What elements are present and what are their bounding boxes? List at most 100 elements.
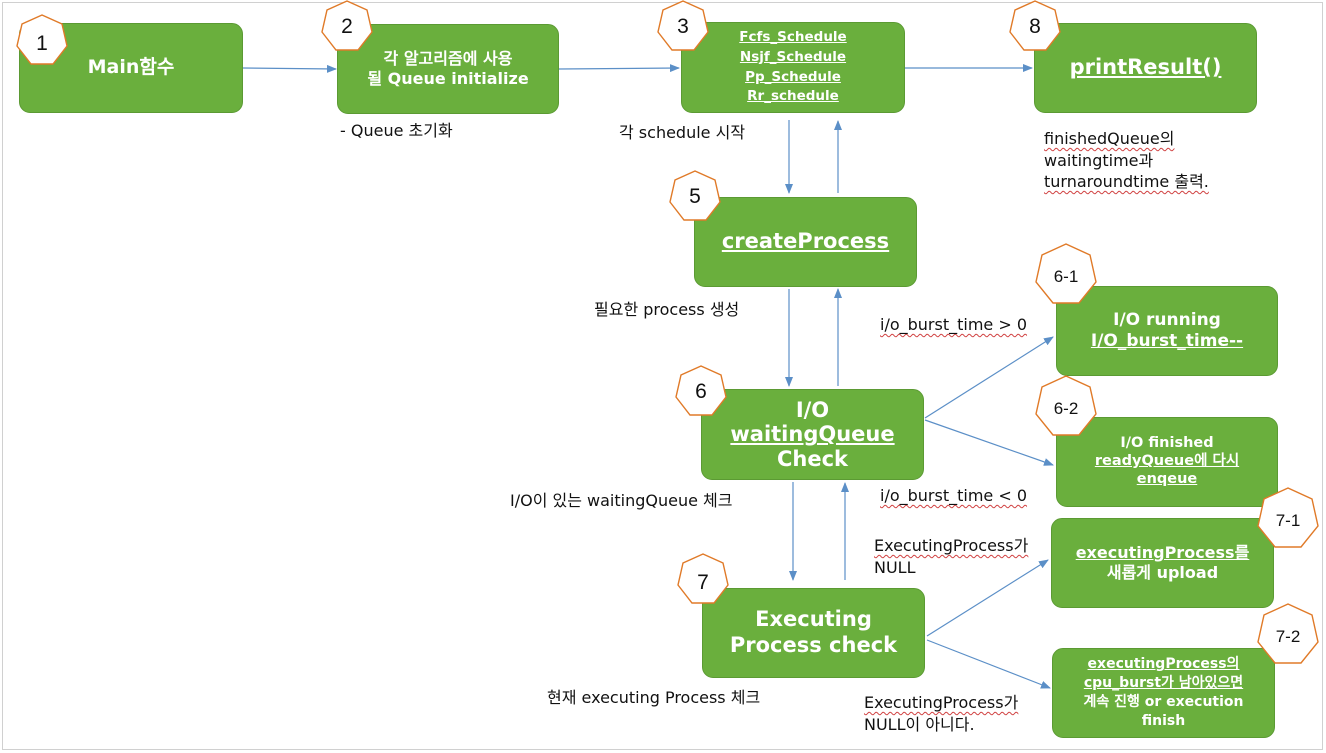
arrow-queue-to-schedule xyxy=(558,64,680,73)
label-io-lt: i/o_burst_time < 0 xyxy=(880,485,1027,507)
badge-8: 8 xyxy=(1008,0,1062,56)
node-io-finished: I/O finished readyQueue에 다시 enqeue xyxy=(1056,417,1278,507)
label-queue-init-text: - Queue 초기화 xyxy=(340,121,453,140)
badge-7-2-text: 7-2 xyxy=(1276,627,1301,646)
badge-7: 7 xyxy=(676,553,730,609)
label-schedule-start: 각 schedule 시작 xyxy=(619,122,745,144)
node-schedules-line: Rr_schedule xyxy=(747,88,839,105)
label-exec-not-null-line: NULL이 아니다. xyxy=(864,714,975,734)
label-exec-null-line: NULL xyxy=(874,557,916,577)
heptagon-badge-icon: 6 xyxy=(675,365,727,416)
node-create-process-line: createProcess xyxy=(721,229,890,254)
node-schedules-line: Nsjf_Schedule xyxy=(739,48,847,65)
badge-6-1: 6-1 xyxy=(1033,243,1099,311)
node-continue: executingProcess의 cpu_burst가 남아있으면 계속 진행… xyxy=(1052,648,1275,738)
node-io-check-line: I/O xyxy=(795,398,830,423)
heptagon-badge-icon: 7-2 xyxy=(1257,603,1319,664)
node-executing-check: Executing Process check xyxy=(702,588,925,678)
node-io-check-line: waitingQueue xyxy=(730,422,895,447)
node-io-check-line: Check xyxy=(776,446,849,471)
label-print-desc-line: turnaroundtime 출력. xyxy=(1044,172,1209,192)
node-schedules-line: Pp_Schedule xyxy=(745,68,841,85)
node-continue-line: finish xyxy=(1141,712,1186,729)
node-print-result-line: printResult() xyxy=(1069,55,1222,80)
badge-3: 3 xyxy=(656,0,710,56)
arrow-exec-to-continue xyxy=(926,639,1051,689)
badge-8-text: 8 xyxy=(1029,15,1041,38)
badge-1-text: 1 xyxy=(36,32,48,55)
node-continue-line: cpu_burst가 남아있으면 xyxy=(1083,675,1244,692)
node-queue-init-line: 될 Queue initialize xyxy=(367,69,529,88)
label-exec-desc: 현재 executing Process 체크 xyxy=(547,687,760,709)
label-create-desc: 필요한 process 생성 xyxy=(594,299,739,321)
node-io-running-line: I/O_burst_time-- xyxy=(1090,331,1244,351)
node-continue-line: 계속 진행 or execution xyxy=(1083,694,1244,710)
node-queue-init-line: 각 알고리즘에 사용 xyxy=(383,49,513,69)
label-exec-not-null-line: ExecutingProcess가 xyxy=(864,693,1019,712)
node-continue-line: executingProcess의 xyxy=(1087,656,1240,673)
badge-7-2: 7-2 xyxy=(1255,603,1321,671)
arrow-main-to-queue xyxy=(242,64,337,73)
badge-6-2: 6-2 xyxy=(1033,375,1099,443)
heptagon-badge-icon: 2 xyxy=(321,0,373,51)
node-io-finished-line: enqeue xyxy=(1136,470,1198,487)
badge-6-text: 6 xyxy=(695,380,707,403)
node-executing-check-line: Executing xyxy=(755,607,872,632)
badge-7-1: 7-1 xyxy=(1255,487,1321,555)
node-io-running-line: I/O running xyxy=(1113,310,1221,331)
heptagon-badge-icon: 8 xyxy=(1009,0,1061,51)
badge-6: 6 xyxy=(674,365,728,421)
label-io-lt-text: i/o_burst_time < 0 xyxy=(880,486,1028,505)
node-queue-init: 각 알고리즘에 사용 될 Queue initialize xyxy=(337,24,559,114)
label-print-desc: finishedQueue의 waitingtime과 turnaroundti… xyxy=(1044,128,1209,193)
label-exec-null-line: ExecutingProcess가 xyxy=(874,536,1029,555)
label-exec-desc-text: 현재 executing Process 체크 xyxy=(547,688,761,707)
node-io-finished-line: readyQueue에 다시 xyxy=(1094,453,1240,470)
label-exec-not-null: ExecutingProcess가 NULL이 아니다. xyxy=(864,692,1018,735)
badge-6-2-text: 6-2 xyxy=(1054,399,1079,418)
arrow-exec-to-upload xyxy=(926,559,1049,637)
badge-1: 1 xyxy=(15,14,69,70)
heptagon-badge-icon: 1 xyxy=(16,14,68,65)
node-io-finished-line: I/O finished xyxy=(1120,435,1214,452)
node-schedules-line: Fcfs_Schedule xyxy=(739,29,847,46)
label-print-desc-line: waitingtime과 xyxy=(1044,150,1154,170)
heptagon-badge-icon: 7-1 xyxy=(1257,487,1319,548)
badge-3-text: 3 xyxy=(677,15,689,38)
label-io-gt: i/o_burst_time > 0 xyxy=(880,314,1027,336)
heptagon-badge-icon: 5 xyxy=(669,170,721,221)
badge-5-text: 5 xyxy=(689,185,701,208)
node-upload: executingProcess를 새롭게 upload xyxy=(1051,518,1274,608)
node-main-line: Main함수 xyxy=(87,56,175,79)
heptagon-badge-icon: 3 xyxy=(657,0,709,51)
label-io-check-desc: I/O이 있는 waitingQueue 체크 xyxy=(510,490,732,512)
badge-7-1-text: 7-1 xyxy=(1276,511,1301,530)
badge-5: 5 xyxy=(668,170,722,226)
node-executing-check-line: Process check xyxy=(729,633,898,657)
node-io-check: I/O waitingQueue Check xyxy=(701,389,924,480)
badge-6-1-text: 6-1 xyxy=(1054,267,1079,286)
node-schedules: Fcfs_Schedule Nsjf_Schedule Pp_Schedule … xyxy=(681,22,905,113)
node-io-running: I/O running I/O_burst_time-- xyxy=(1056,286,1278,376)
label-io-check-desc-text: I/O이 있는 waitingQueue 체크 xyxy=(510,491,733,510)
node-print-result: printResult() xyxy=(1034,23,1257,113)
badge-7-text: 7 xyxy=(697,571,709,594)
label-schedule-start-text: 각 schedule 시작 xyxy=(619,123,746,142)
label-print-desc-line: finishedQueue의 xyxy=(1044,129,1175,148)
badge-2: 2 xyxy=(320,0,374,56)
node-upload-line: executingProcess를 xyxy=(1075,543,1250,563)
arrow-io-to-running xyxy=(924,336,1054,419)
label-exec-null: ExecutingProcess가 NULL xyxy=(874,535,1028,578)
heptagon-badge-icon: 6-1 xyxy=(1035,243,1097,304)
label-create-desc-text: 필요한 process 생성 xyxy=(594,300,740,319)
node-upload-line: 새롭게 upload xyxy=(1106,563,1219,582)
arrow-io-to-finished xyxy=(924,419,1054,466)
badge-2-text: 2 xyxy=(341,15,353,38)
node-create-process: createProcess xyxy=(694,197,917,287)
heptagon-badge-icon: 7 xyxy=(677,553,729,604)
label-io-gt-text: i/o_burst_time > 0 xyxy=(880,315,1028,334)
label-queue-init: - Queue 초기화 xyxy=(340,120,453,142)
